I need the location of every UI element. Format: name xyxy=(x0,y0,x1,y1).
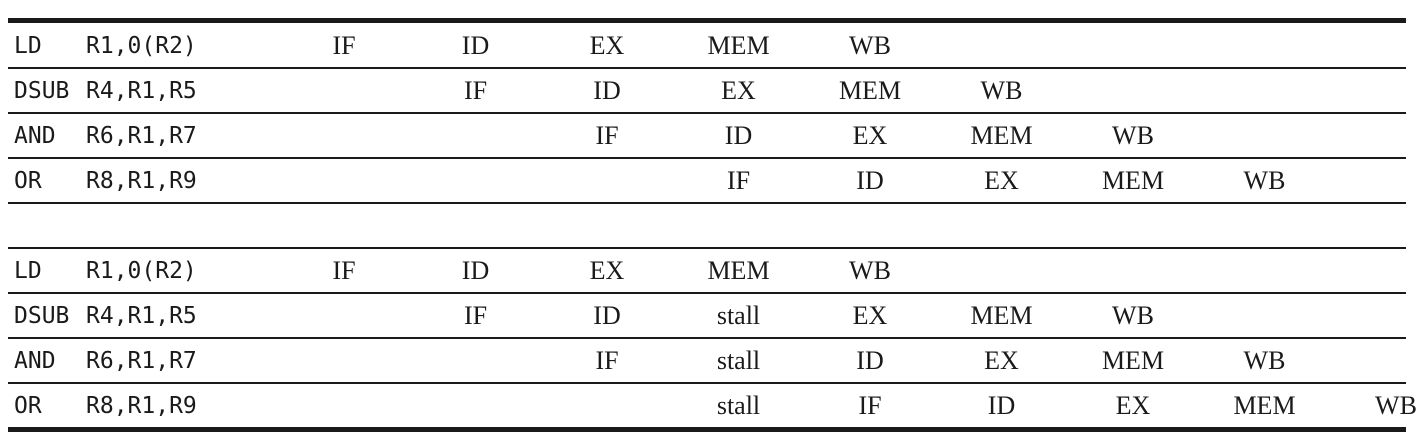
row-divider xyxy=(8,202,1406,204)
pipeline-stage-cell: ID xyxy=(987,391,1016,420)
pipeline-stage-cell: IF xyxy=(332,256,356,285)
instruction-operands: R4,R1,R5 xyxy=(86,78,197,104)
row-divider xyxy=(8,337,1406,339)
row-divider xyxy=(8,157,1406,159)
pipeline-stage-cell: IF xyxy=(726,166,751,195)
instruction-opcode: OR xyxy=(14,393,42,419)
instruction-row: DSUB R4,R1,R5 IF ID EX MEM WB xyxy=(8,70,1406,112)
pipeline-stage-cell: ID xyxy=(593,301,621,330)
instruction-operands: R6,R1,R7 xyxy=(86,348,197,374)
pipeline-stage-cell: EX xyxy=(852,301,888,330)
pipeline-stage-cell: IF xyxy=(595,121,619,150)
pipeline-stage-cell: IF xyxy=(595,346,619,375)
stall-cell: stall xyxy=(716,391,761,420)
pipeline-stage-cell: WB xyxy=(1375,391,1417,420)
pipeline-stage-cell: ID xyxy=(593,76,621,105)
instruction-opcode: AND xyxy=(14,348,56,374)
pipeline-stage-cell: ID xyxy=(724,121,753,150)
row-divider xyxy=(8,67,1406,69)
instruction-row: OR R8,R1,R9 stall IF ID EX MEM WB xyxy=(8,385,1417,427)
pipeline-stage-cell: WB xyxy=(849,256,891,285)
pipeline-stage-cell: EX xyxy=(984,166,1019,195)
pipeline-stage-cell: EX xyxy=(721,76,756,105)
pipeline-stage-cell: ID xyxy=(461,31,490,60)
pipeline-stage-cell: WB xyxy=(849,31,891,60)
instruction-operands: R8,R1,R9 xyxy=(86,168,197,194)
instruction-opcode: DSUB xyxy=(14,303,70,329)
instruction-operands: R8,R1,R9 xyxy=(86,393,197,419)
pipeline-stage-cell: MEM xyxy=(707,256,770,285)
instruction-operands: R1,0(R2) xyxy=(86,258,197,284)
instruction-opcode: LD xyxy=(14,258,42,284)
section-divider xyxy=(8,247,1406,249)
pipeline-stage-cell: EX xyxy=(589,31,625,60)
instruction-row: AND R6,R1,R7 IF ID EX MEM WB xyxy=(8,115,1406,157)
instruction-opcode: LD xyxy=(14,33,42,59)
pipeline-stage-cell: MEM xyxy=(970,121,1033,150)
stall-cell: stall xyxy=(716,301,761,330)
pipeline-stage-cell: MEM xyxy=(1233,391,1296,420)
row-divider xyxy=(8,382,1406,384)
pipeline-stage-cell: MEM xyxy=(1101,346,1165,375)
instruction-row: AND R6,R1,R7 IF stall ID EX MEM WB xyxy=(8,340,1406,382)
pipeline-stage-cell: EX xyxy=(589,256,625,285)
stall-cell: stall xyxy=(716,346,761,375)
instruction-row: LD R1,0(R2) IF ID EX MEM WB xyxy=(8,250,1406,292)
pipeline-stage-cell: WB xyxy=(1243,166,1286,195)
pipeline-stage-cell: WB xyxy=(1112,121,1154,150)
instruction-opcode: DSUB xyxy=(14,78,70,104)
pipeline-stage-cell: EX xyxy=(852,121,888,150)
bottom-rule xyxy=(8,427,1406,432)
instruction-operands: R4,R1,R5 xyxy=(86,303,197,329)
instruction-opcode: AND xyxy=(14,123,56,149)
pipeline-stage-cell: IF xyxy=(332,31,356,60)
pipeline-stage-cell: EX xyxy=(984,346,1019,375)
pipeline-stage-cell: ID xyxy=(461,256,490,285)
pipeline-stage-cell: MEM xyxy=(1101,166,1165,195)
row-divider xyxy=(8,112,1406,114)
top-rule xyxy=(8,18,1406,23)
pipeline-stage-cell: IF xyxy=(463,301,488,330)
pipeline-stage-cell: WB xyxy=(1112,301,1154,330)
pipeline-stage-cell: WB xyxy=(1243,346,1286,375)
instruction-row: DSUB R4,R1,R5 IF ID stall EX MEM WB xyxy=(8,295,1406,337)
pipeline-stage-cell: IF xyxy=(858,391,882,420)
pipeline-stage-cell: MEM xyxy=(838,76,902,105)
pipeline-stage-cell: EX xyxy=(1115,391,1151,420)
row-divider xyxy=(8,292,1406,294)
instruction-operands: R1,0(R2) xyxy=(86,33,197,59)
pipeline-stage-cell: ID xyxy=(856,346,884,375)
instruction-row: LD R1,0(R2) IF ID EX MEM WB xyxy=(8,25,1406,67)
pipeline-stage-cell: MEM xyxy=(970,301,1033,330)
pipeline-stage-cell: WB xyxy=(980,76,1023,105)
pipeline-stage-cell: MEM xyxy=(707,31,770,60)
instruction-operands: R6,R1,R7 xyxy=(86,123,197,149)
instruction-row: OR R8,R1,R9 IF ID EX MEM WB xyxy=(8,160,1406,202)
instruction-opcode: OR xyxy=(14,168,42,194)
pipeline-stage-cell: IF xyxy=(463,76,488,105)
pipeline-stage-cell: ID xyxy=(856,166,884,195)
